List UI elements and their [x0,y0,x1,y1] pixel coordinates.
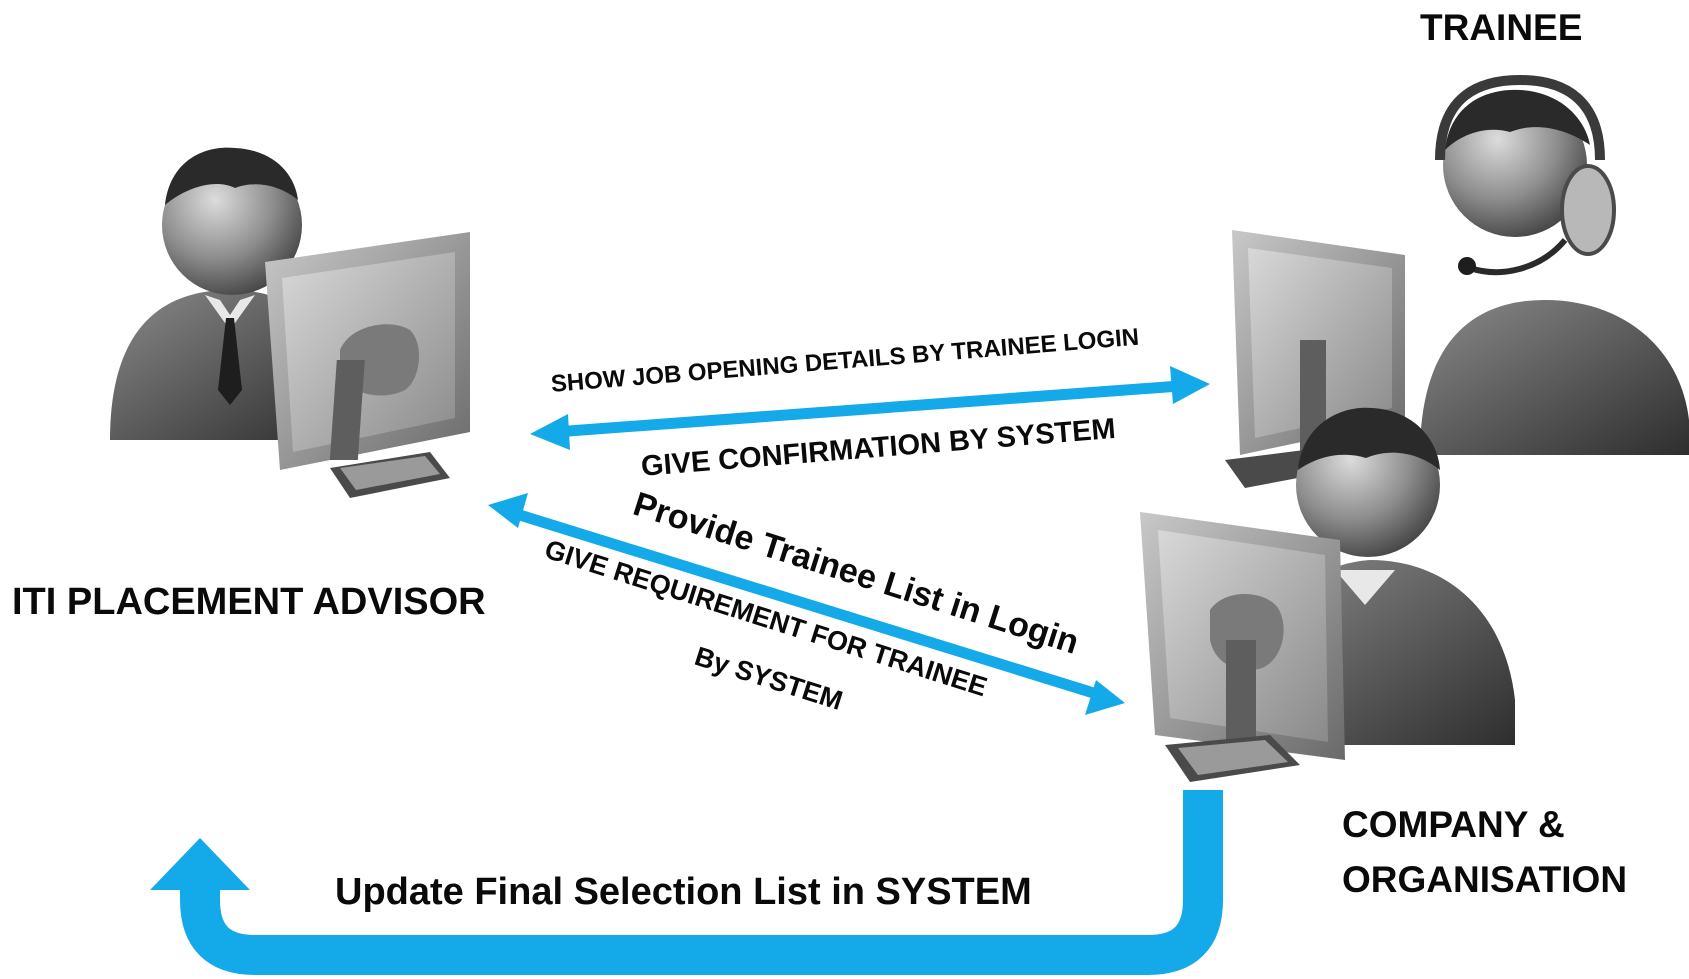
monitor-icon [1140,512,1345,782]
arrow-final-selection [150,790,1223,975]
role-company-line1: COMPANY & [1342,804,1565,845]
arrow-advisor-company [488,493,1125,715]
arrow-advisor-trainee [530,366,1210,450]
flow-update-final-label: Update Final Selection List in SYSTEM [335,871,1032,913]
headset-icon [1435,74,1616,276]
monitor-icon [1225,230,1405,488]
role-company-line2: ORGANISATION [1342,859,1628,900]
monitor-icon [265,232,470,498]
role-advisor: ITI PLACEMENT ADVISOR [12,581,486,623]
trainee-person-icon [1420,89,1689,455]
role-trainee: TRAINEE [1420,7,1583,48]
